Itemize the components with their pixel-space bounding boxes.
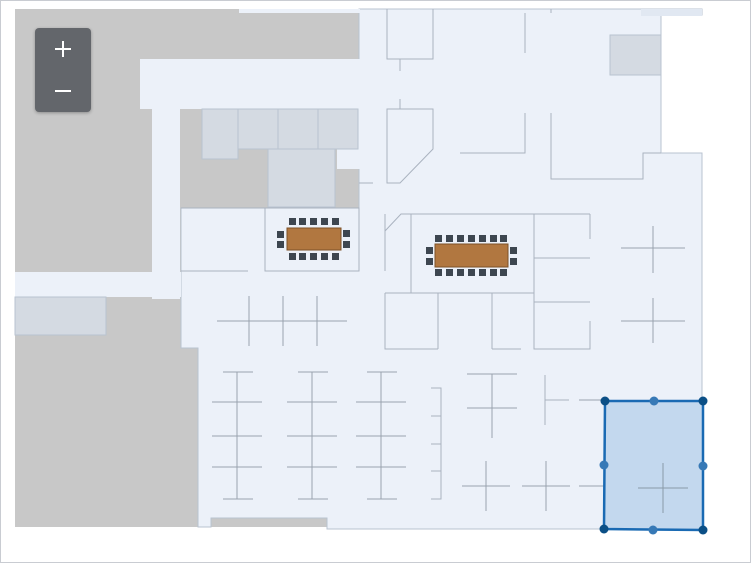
room-block [201,108,239,160]
corridor-left [15,272,181,297]
corridor-vertical [152,59,180,299]
selection-vertex-handle[interactable] [698,525,708,535]
selection-polygon[interactable] [602,399,705,532]
desk-lines [212,226,685,511]
conference-table-2 [426,235,517,276]
top-right-strip [641,9,702,16]
room-block [267,148,336,208]
selection-vertex-handle[interactable] [599,524,609,534]
top-strip [239,9,360,13]
selection-midpoint-handle[interactable] [649,396,659,406]
room-block [609,34,662,76]
room-block [14,296,107,336]
selection-vertex-handle[interactable] [600,396,610,406]
selection-midpoint-handle[interactable] [698,461,708,471]
zoom-control [35,28,91,112]
selection-vertex-handle[interactable] [698,396,708,406]
minus-icon [55,90,71,92]
zoom-in-button[interactable] [35,28,91,70]
zoom-out-button[interactable] [35,70,91,112]
selection-midpoint-handle[interactable] [648,525,658,535]
room-block [317,108,359,150]
room-block [237,108,279,150]
conference-table-1 [277,218,350,260]
selected-area[interactable] [599,396,708,535]
selection-desk-lines [638,463,688,513]
room-block [277,108,319,150]
selection-midpoint-handle[interactable] [599,460,609,470]
walls [181,9,661,500]
plus-icon [55,41,71,57]
